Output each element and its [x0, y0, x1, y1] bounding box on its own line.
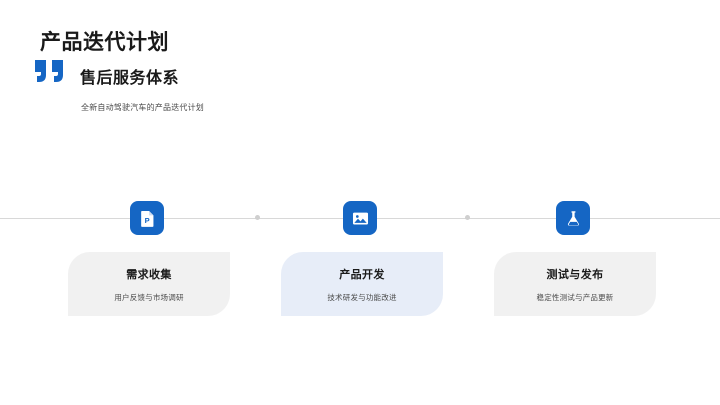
svg-text:P: P: [144, 215, 149, 224]
timeline-connector-dot: [255, 215, 260, 220]
page-subtitle: 售后服务体系: [80, 70, 180, 87]
timeline-card[interactable]: 测试与发布 稳定性测试与产品更新: [494, 252, 656, 316]
quote-mark-icon: [33, 58, 67, 84]
timeline-card-title: 需求收集: [126, 269, 172, 281]
timeline-card[interactable]: 需求收集 用户反馈与市场调研: [68, 252, 230, 316]
page-description: 全新自动驾驶汽车的产品迭代计划: [81, 103, 204, 112]
timeline-card-desc: 用户反馈与市场调研: [114, 293, 184, 302]
timeline-connector-dot: [465, 215, 470, 220]
presentation-file-icon[interactable]: P: [130, 201, 164, 235]
timeline-card-title: 测试与发布: [546, 269, 604, 281]
timeline-card[interactable]: 产品开发 技术研发与功能改进: [281, 252, 443, 316]
timeline-card-title: 产品开发: [339, 269, 385, 281]
lab-flask-icon[interactable]: [556, 201, 590, 235]
image-picture-icon[interactable]: [343, 201, 377, 235]
timeline-card-desc: 稳定性测试与产品更新: [536, 293, 614, 302]
timeline-card-desc: 技术研发与功能改进: [327, 293, 397, 302]
page-title: 产品迭代计划: [40, 31, 169, 54]
